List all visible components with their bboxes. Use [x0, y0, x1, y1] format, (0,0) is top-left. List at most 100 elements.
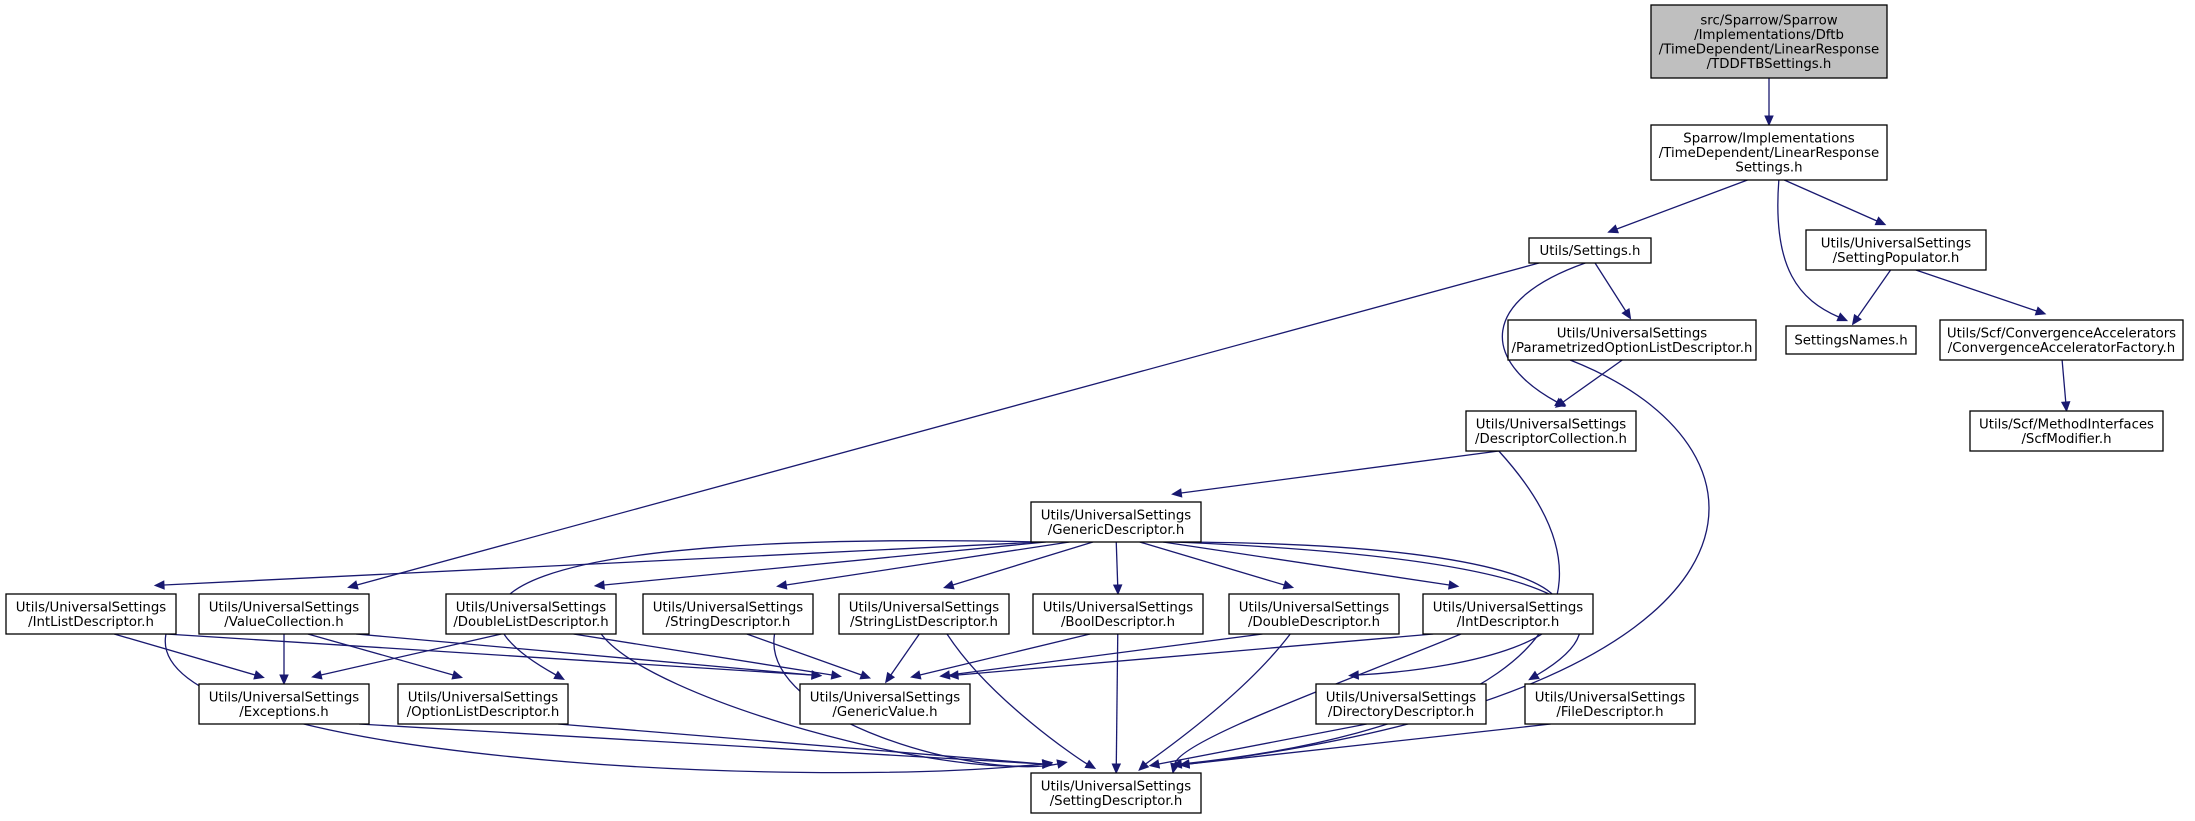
edge-line — [1616, 179, 1748, 230]
edge-genericdesc-to-intdesc — [1162, 541, 1460, 590]
edge-line — [1857, 269, 1892, 318]
node-intlist[interactable]: Utils/UniversalSettings/IntListDescripto… — [5, 593, 177, 635]
node-label-line: Utils/UniversalSettings — [1476, 417, 1626, 432]
edge-line — [557, 723, 1044, 765]
arrowhead — [1170, 762, 1180, 774]
arrowhead — [347, 580, 359, 590]
node-genericdesc[interactable]: Utils/UniversalSettings/GenericDescripto… — [1030, 501, 1202, 543]
edge-line — [1188, 723, 1551, 765]
edge-line — [1777, 179, 1839, 318]
node-valuecoll[interactable]: Utils/UniversalSettings/ValueCollection.… — [198, 593, 370, 635]
edge-line — [1915, 269, 2037, 312]
node-paramoptlist[interactable]: Utils/UniversalSettings/ParametrizedOpti… — [1507, 319, 1757, 361]
arrowhead — [776, 580, 788, 590]
node-stringlist[interactable]: Utils/UniversalSettings/StringListDescri… — [838, 593, 1010, 635]
node-intdesc[interactable]: Utils/UniversalSettings/IntDescriptor.h — [1422, 593, 1594, 635]
edge-genericdesc-to-stringdesc — [776, 541, 1070, 590]
edge-settings-to-paramoptlist — [1594, 262, 1632, 320]
edge-line — [497, 540, 1042, 676]
edge-line — [1115, 541, 1119, 586]
node-box — [1650, 124, 1888, 181]
edge-intlist-to-genericvalue — [165, 633, 823, 680]
arrowhead — [947, 670, 959, 680]
node-stringdesc[interactable]: Utils/UniversalSettings/StringDescriptor… — [642, 593, 814, 635]
arrowhead — [1851, 313, 1862, 326]
node-label-line: /GenericValue.h — [832, 705, 937, 720]
node-doubledesc[interactable]: Utils/UniversalSettings/DoubleDescriptor… — [1228, 593, 1400, 635]
node-label-line: /ScfModifier.h — [2021, 432, 2111, 447]
node-label-line: /TDDFTBSettings.h — [1707, 57, 1832, 72]
node-label-line: Utils/Settings.h — [1540, 244, 1641, 259]
node-box — [1524, 683, 1696, 725]
node-directorydesc[interactable]: Utils/UniversalSettings/DirectoryDescrip… — [1315, 683, 1487, 725]
edge-booldesc-to-settingdesc — [1111, 633, 1122, 775]
edge-genericdesc-to-stringlist — [943, 541, 1094, 590]
edge-intdesc-to-settingdesc — [1170, 633, 1462, 774]
edge-exceptions-to-settingdesc — [358, 723, 1054, 769]
node-convaccfactory[interactable]: Utils/Scf/ConvergenceAccelerators/Conver… — [1939, 319, 2184, 361]
arrowhead — [1042, 759, 1054, 769]
edge-settingpopulator-to-convaccfactory — [1915, 269, 2047, 316]
node-exceptions[interactable]: Utils/UniversalSettings/Exceptions.h — [198, 683, 370, 725]
node-filedesc[interactable]: Utils/UniversalSettings/FileDescriptor.h — [1524, 683, 1696, 725]
edge-line — [952, 541, 1094, 586]
node-desccollection[interactable]: Utils/UniversalSettings/DescriptorCollec… — [1465, 410, 1637, 452]
node-box — [5, 593, 177, 635]
node-settingsnames[interactable]: SettingsNames.h — [1785, 325, 1917, 355]
edge-line — [1181, 450, 1499, 494]
arrowhead — [253, 670, 265, 680]
node-label-line: Utils/UniversalSettings — [16, 600, 166, 615]
node-settingpopulator[interactable]: Utils/UniversalSettings/SettingPopulator… — [1805, 229, 1987, 271]
arrowhead — [2034, 306, 2047, 316]
edge-line — [957, 633, 1434, 676]
edge-convaccfactory-to-scfmodifier — [2060, 359, 2071, 413]
node-label-line: /IntListDescriptor.h — [28, 615, 154, 630]
arrowhead — [1607, 224, 1619, 234]
node-doublelist[interactable]: Utils/UniversalSettings/DoubleListDescri… — [445, 593, 617, 635]
edge-line — [356, 633, 813, 676]
node-label-line: /DoubleListDescriptor.h — [453, 615, 608, 630]
node-label-line: /SettingDescriptor.h — [1050, 794, 1183, 809]
node-settingdesc[interactable]: Utils/UniversalSettings/SettingDescripto… — [1030, 772, 1202, 814]
edge-line — [307, 633, 454, 676]
edge-line — [786, 541, 1070, 586]
node-label-line: /DoubleDescriptor.h — [1248, 615, 1380, 630]
node-label-line: Utils/UniversalSettings — [1326, 690, 1476, 705]
arrowhead — [2060, 401, 2071, 413]
edge-tddftb-to-lrsettings — [1764, 78, 1774, 127]
node-box — [1030, 501, 1202, 543]
node-label-line: /OptionListDescriptor.h — [407, 705, 560, 720]
node-lrsettings[interactable]: Sparrow/Implementations/TimeDependent/Li… — [1650, 124, 1888, 181]
arrowhead — [1621, 308, 1632, 320]
edge-line — [1115, 633, 1119, 765]
node-box — [1785, 325, 1917, 355]
edge-line — [946, 633, 1088, 765]
edge-genericdesc-to-doubledesc — [1139, 541, 1295, 590]
node-genericvalue[interactable]: Utils/UniversalSettings/GenericValue.h — [799, 683, 971, 725]
edge-line — [1162, 541, 1450, 586]
edge-intlist-to-exceptions — [113, 633, 265, 680]
node-box — [642, 593, 814, 635]
node-settings[interactable]: Utils/Settings.h — [1528, 237, 1652, 264]
edge-line — [163, 541, 1042, 586]
node-booldesc[interactable]: Utils/UniversalSettings/BoolDescriptor.h — [1032, 593, 1204, 635]
arrowhead — [153, 580, 165, 590]
arrowhead — [1554, 397, 1567, 408]
node-label-line: /TimeDependent/LinearResponse — [1659, 146, 1879, 161]
edge-genericdesc-to-optionlist — [497, 540, 1042, 680]
edge-valuecoll-to-optionlist — [307, 633, 463, 680]
arrowhead — [1111, 763, 1122, 775]
arrowhead — [811, 670, 823, 680]
node-label-line: /ConvergenceAcceleratorFactory.h — [1948, 341, 2175, 356]
edge-stringdesc-to-genericvalue — [746, 633, 872, 680]
node-label-line: Utils/UniversalSettings — [209, 600, 359, 615]
node-label-line: Utils/UniversalSettings — [1821, 236, 1971, 251]
node-scfmodifier[interactable]: Utils/Scf/MethodInterfaces/ScfModifier.h — [1969, 410, 2164, 452]
edge-genericdesc-to-intlist — [153, 541, 1042, 590]
edge-line — [1145, 633, 1291, 765]
node-box — [1030, 772, 1202, 814]
edge-genericdesc-to-booldesc — [1112, 541, 1123, 596]
arrowhead — [1138, 760, 1150, 771]
edge-stringlist-to-genericvalue — [885, 633, 920, 684]
node-optionlist[interactable]: Utils/UniversalSettings/OptionListDescri… — [397, 683, 569, 725]
